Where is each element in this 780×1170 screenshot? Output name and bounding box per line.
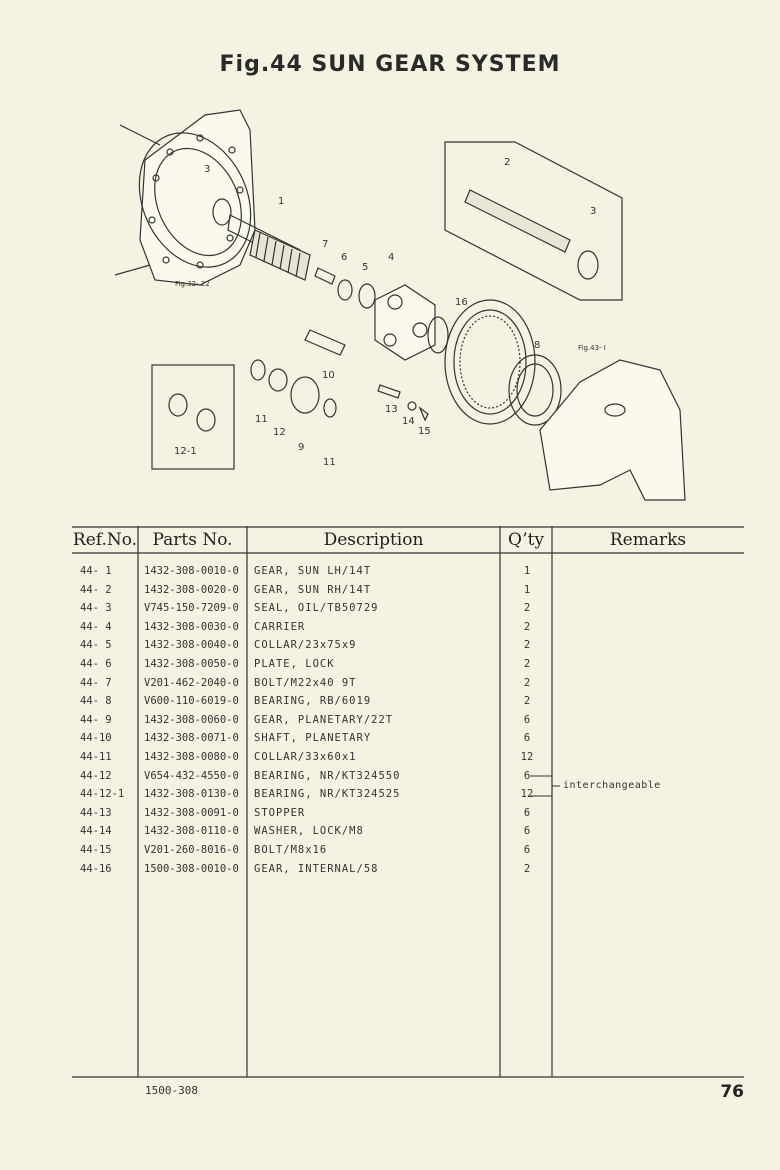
callout-16: 16 [455,297,468,308]
callout-4: 4 [388,252,394,263]
header-remarks: Remarks [609,530,687,550]
callout-3b: 3 [590,206,596,217]
exploded-diagram: 3 1 7 6 5 4 16 8 10 11 12 9 11 13 14 15 … [114,109,686,501]
callout-8: 8 [534,340,540,351]
sun-gear-rh [464,189,571,253]
callout-15: 15 [418,426,431,437]
figure-title: Fig.44 SUN GEAR SYSTEM [219,52,561,77]
ref-fig43: Fig.43- I [578,344,606,352]
footer-model-code: 1500-308 [145,1084,198,1097]
bolt-7 [314,267,336,285]
header-parts-no: Parts No. [152,530,233,550]
header-description: Description [323,530,424,550]
callout-6: 6 [341,252,347,263]
bearing-12 [268,368,288,392]
header-ref-no: Ref.No. [72,530,138,550]
callout-1: 1 [278,196,284,207]
callout-12-1: 12-1 [174,446,197,457]
callout-13: 13 [385,404,398,415]
planetary-gear [290,376,320,414]
inset-12-1 [151,364,235,470]
carrier [374,284,449,361]
washer-lock [407,401,417,411]
callout-10: 10 [322,370,335,381]
callout-7: 7 [322,239,328,250]
bearing-6019 [508,354,562,426]
callout-14: 14 [402,416,415,427]
callout-3a: 3 [204,164,210,175]
callout-11a: 11 [255,414,268,425]
collar-11b [323,398,337,418]
collar-5 [358,283,376,309]
inset-sun-gear-rh [444,141,623,301]
page-number: 76 [720,1082,744,1102]
callout-5: 5 [362,262,368,273]
callout-9: 9 [298,442,304,453]
parts-table: Ref.No. Parts No. Description Q’ty Remar… [72,526,744,1078]
internal-gear [444,299,536,425]
sun-gear-lh [227,214,311,281]
collar-11a [250,359,266,381]
remark-interchangeable: interchangeable [563,780,661,791]
plate-6 [337,279,353,301]
planetary-shaft [304,329,346,356]
callout-2: 2 [504,157,510,168]
seal-left [212,198,232,226]
housing-right [539,359,686,501]
bolt-m8 [418,406,429,422]
callout-11b: 11 [323,457,336,468]
table-rules [72,526,744,1078]
callout-12: 12 [273,427,286,438]
header-qty: Q’ty [507,530,545,550]
ref-fig32: Fig.32- 22 [175,280,210,288]
housing-left [114,109,256,286]
seal-right [577,250,599,280]
stopper [377,384,401,399]
